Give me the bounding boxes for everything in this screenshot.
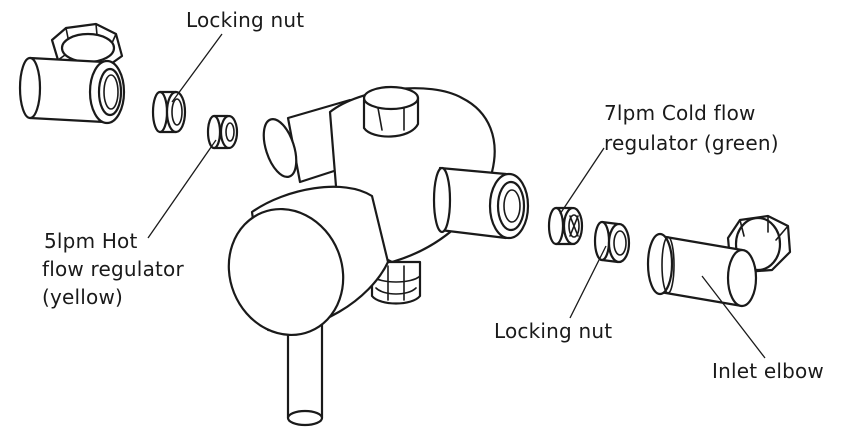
locking-nut-left — [151, 90, 187, 134]
label-locking-nut-bottom: Locking nut — [494, 319, 613, 343]
label-cold-regulator-line1: 7lpm Cold flow — [604, 101, 756, 125]
cold-flow-regulator — [547, 206, 584, 246]
leader-locking-nut-bottom — [569, 245, 607, 319]
label-hot-regulator-line1: 5lpm Hot — [44, 229, 138, 253]
locking-nut-right — [593, 220, 631, 264]
left-inlet-elbow — [18, 22, 126, 125]
leader-inlet-elbow — [701, 275, 766, 359]
label-cold-regulator-line2: regulator (green) — [604, 131, 779, 155]
label-locking-nut-top: Locking nut — [186, 8, 305, 32]
control-handle — [227, 185, 390, 427]
label-hot-regulator-line3: (yellow) — [42, 285, 124, 309]
leader-cold-regulator — [559, 147, 605, 215]
leader-locking-nut-top — [171, 33, 223, 103]
label-hot-regulator-line2: flow regulator — [42, 257, 184, 281]
hot-flow-regulator — [206, 114, 239, 150]
label-inlet-elbow: Inlet elbow — [712, 359, 824, 383]
right-inlet-elbow — [646, 214, 792, 308]
leader-hot-regulator — [147, 139, 217, 239]
